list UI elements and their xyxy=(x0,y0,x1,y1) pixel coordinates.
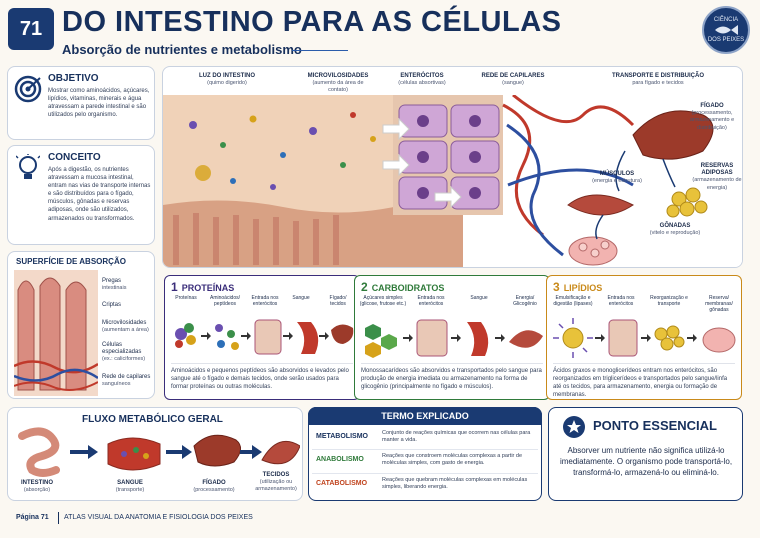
key-point-panel: PONTO ESSENCIAL Absorver um nutriente nã… xyxy=(548,407,743,501)
concept-title: CONCEITO xyxy=(48,152,101,163)
label-fat-reserves: RESERVAS ADIPOSAS(armazenamento de energ… xyxy=(692,163,742,191)
flow-step-tissues: TECIDOS(utilização ou armazenamento) xyxy=(255,472,297,493)
label-crypts: Criptas xyxy=(102,302,122,308)
metabolic-flow-diagram xyxy=(18,427,300,477)
fat-reserves-icon xyxy=(666,187,708,218)
carbohydrates-step-3: Sangue xyxy=(470,295,488,301)
proteins-step-5: Fígado/ tecidos xyxy=(329,295,347,307)
absorption-surface-title: SUPERFÍCIE DE ABSORÇÃO xyxy=(16,257,126,266)
proteins-step-2: Aminoácidos/ peptídeos xyxy=(209,295,240,307)
lipids-step-icons xyxy=(553,318,736,358)
label-specialized-cells: Células especializadas(ex.: caliciformes… xyxy=(102,342,146,363)
seal-bottom-text: DOS PEIXES xyxy=(707,37,745,43)
subtitle-underline xyxy=(292,50,348,51)
star-icon xyxy=(563,416,585,438)
main-absorption-illustration: LUZ DO INTESTINO(quimo digerido) MICROVI… xyxy=(162,66,743,268)
objective-title: OBJETIVO xyxy=(48,73,99,84)
flow-step-liver: FÍGADO(processamento) xyxy=(193,480,235,494)
proteins-step-4: Sangue xyxy=(292,295,310,301)
label-microvilli: Microvilosidades(aumentam a área) xyxy=(102,320,149,334)
blood-vessel-icon xyxy=(107,437,161,471)
carbohydrates-description: Monossacarídeos são absorvidos e transpo… xyxy=(361,363,543,393)
glossary-row-anabolism: ANABOLISMO Reações que constroem molécul… xyxy=(312,449,538,471)
proteins-steps: Proteínas Aminoácidos/ peptídeos Entrada… xyxy=(169,295,357,362)
arrow-right-icon xyxy=(88,445,98,459)
metabolic-flow-panel: FLUXO METABÓLICO GERAL INTESTINO(absorçã… xyxy=(7,407,303,501)
flow-step-blood: SANGUE(transporte) xyxy=(115,480,145,494)
seal-top-text: CIÊNCIA xyxy=(713,17,739,23)
glossary-row-metabolism: METABOLISMO Conjunto de reações químicas… xyxy=(312,427,538,449)
term-metabolism: METABOLISMO xyxy=(316,433,368,440)
objective-panel: OBJETIVO Mostrar como aminoácidos, açúca… xyxy=(7,66,155,140)
lipids-steps: Emulsificação e digestão (lipases) Entra… xyxy=(551,295,739,362)
proteins-step-3: Entrada nos enterócitos xyxy=(251,295,279,307)
carbohydrates-step-icons xyxy=(365,319,543,358)
proteins-step-1: Proteínas xyxy=(175,295,197,301)
term-anabolism: ANABOLISMO xyxy=(316,456,364,463)
glossary-row-catabolism: CATABOLISMO Reações que quebram molécula… xyxy=(312,473,538,495)
proteins-description: Aminoácidos e pequenos peptídeos são abs… xyxy=(171,363,353,393)
lipids-step-1: Emulsificação e digestão (lipases) xyxy=(553,295,593,307)
page-subtitle: Absorção de nutrientes e metabolismo xyxy=(62,42,302,57)
lipids-step-4: Reserva/ membranas/ gônadas xyxy=(705,295,733,313)
def-anabolism: Reações que constroem moléculas complexa… xyxy=(382,453,523,467)
muscle-icon xyxy=(567,194,634,216)
arrow-right-icon-3 xyxy=(252,445,262,459)
publisher-seal: CIÊNCIA DOS PEIXES xyxy=(702,6,750,54)
term-catabolism: CATABOLISMO xyxy=(316,480,368,487)
def-catabolism: Reações que quebram moléculas complexas … xyxy=(382,477,528,491)
gonads-icon xyxy=(568,236,618,266)
target-icon xyxy=(14,75,42,103)
carbohydrates-step-1: Açúcares simples (glicose, frutose etc.) xyxy=(359,295,407,307)
arrow-right-icon-2 xyxy=(182,445,192,459)
footer-book-title: ATLAS VISUAL DA ANATOMIA E FISIOLOGIA DO… xyxy=(64,514,253,521)
proteins-step-icons xyxy=(175,319,354,355)
label-muscles: MÚSCULOS(energia e estrutura) xyxy=(592,171,642,185)
lightbulb-icon xyxy=(16,154,40,179)
objective-text: Mostrar como aminoácidos, açúcares, lipí… xyxy=(48,88,150,119)
page-title: DO INTESTINO PARA AS CÉLULAS xyxy=(62,6,562,38)
page-number-badge: 71 xyxy=(8,8,54,50)
liver-icon xyxy=(632,110,714,160)
fish-icon xyxy=(715,25,738,35)
glossary-title: TERMO EXPLICADO xyxy=(308,407,542,425)
concept-text: Após a digestão, os nutrientes atravessa… xyxy=(48,167,151,222)
lipids-step-3: Reorganização e transporte xyxy=(650,295,688,307)
label-liver: FÍGADO(processamento, armazenamento e di… xyxy=(689,103,735,131)
intestinal-folds-illustration xyxy=(14,270,98,396)
key-point-title: PONTO ESSENCIAL xyxy=(593,418,718,433)
label-gonads: GÔNADAS(vitelo e reprodução) xyxy=(649,223,701,237)
lipids-step-2: Entrada nos enterócitos xyxy=(607,295,635,307)
muscle-flow-icon xyxy=(261,440,300,465)
def-metabolism: Conjunto de reações químicas que ocorrem… xyxy=(382,430,531,444)
flow-step-intestine: INTESTINO(absorção) xyxy=(20,480,53,494)
concept-panel: CONCEITO Após a digestão, os nutrientes … xyxy=(7,145,155,245)
label-microvilli-main: MICROVILOSIDADES(aumento da área de cont… xyxy=(307,73,369,94)
footer-page: Página 71 xyxy=(16,514,49,521)
label-capillaries: REDE DE CAPILARES(sangue) xyxy=(481,73,545,87)
intestine-icon xyxy=(18,427,60,477)
label-enterocytes: ENTERÓCITOS(células absortivas) xyxy=(398,73,446,87)
footer-divider xyxy=(58,512,59,524)
carbohydrates-steps: Açúcares simples (glicose, frutose etc.)… xyxy=(359,295,547,362)
intestine-cross-section xyxy=(163,95,742,267)
carbohydrates-step-2: Entrada nos enterócitos xyxy=(417,295,445,307)
liver-flow-icon xyxy=(193,434,241,467)
key-point-text: Absorver um nutriente não significa util… xyxy=(559,446,733,477)
label-lumen: LUZ DO INTESTINO(quimo digerido) xyxy=(199,73,255,87)
lipids-description: Ácidos graxos e monoglicerídeos entram n… xyxy=(553,363,735,398)
metabolic-flow-title: FLUXO METABÓLICO GERAL xyxy=(82,414,223,425)
carbohydrates-step-4: Energia/ Glicogênio xyxy=(513,295,537,307)
